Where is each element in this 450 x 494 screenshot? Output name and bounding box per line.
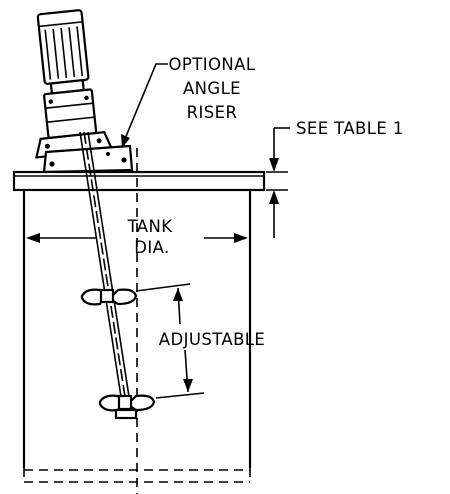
mixer-shaft [79,131,133,417]
adjustable-label: ADJUSTABLE [159,330,265,349]
riser-label-line1: OPTIONAL [169,55,256,74]
gearbox [43,88,98,139]
tank-dia-label-line2: DIA. [134,238,169,257]
riser-label-line2: ANGLE [183,79,241,98]
lower-impeller [98,394,156,420]
riser-label-line3: RISER [187,103,238,122]
mixer-drive-assembly [35,9,114,159]
tank-dia-label-line1: TANK [127,217,174,236]
riser-leader-line [121,63,168,147]
tank-cover-flange [12,170,266,192]
see-table-label: SEE TABLE 1 [296,119,404,138]
tank-diameter-dimension [26,233,248,243]
flange-thickness-dimension [266,127,290,238]
adjustable-dimension [135,283,205,399]
upper-impeller [80,288,138,306]
